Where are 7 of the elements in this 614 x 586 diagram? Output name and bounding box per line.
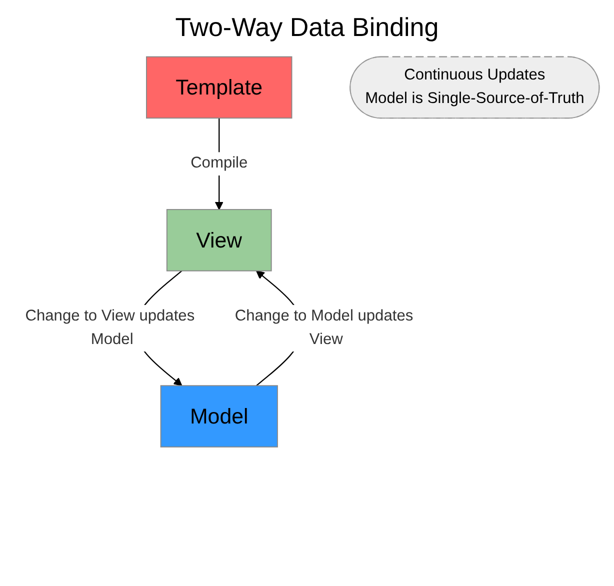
edge-label: Compile xyxy=(190,155,248,172)
node-box: Model xyxy=(160,385,278,448)
edge-label: Change to Model updates View xyxy=(234,308,414,348)
node-box: Template xyxy=(146,56,292,119)
edge-label: Change to View updates Model xyxy=(25,308,195,348)
diagram-title: Two-Way Data Binding xyxy=(175,12,439,43)
node-box: View xyxy=(166,209,272,272)
